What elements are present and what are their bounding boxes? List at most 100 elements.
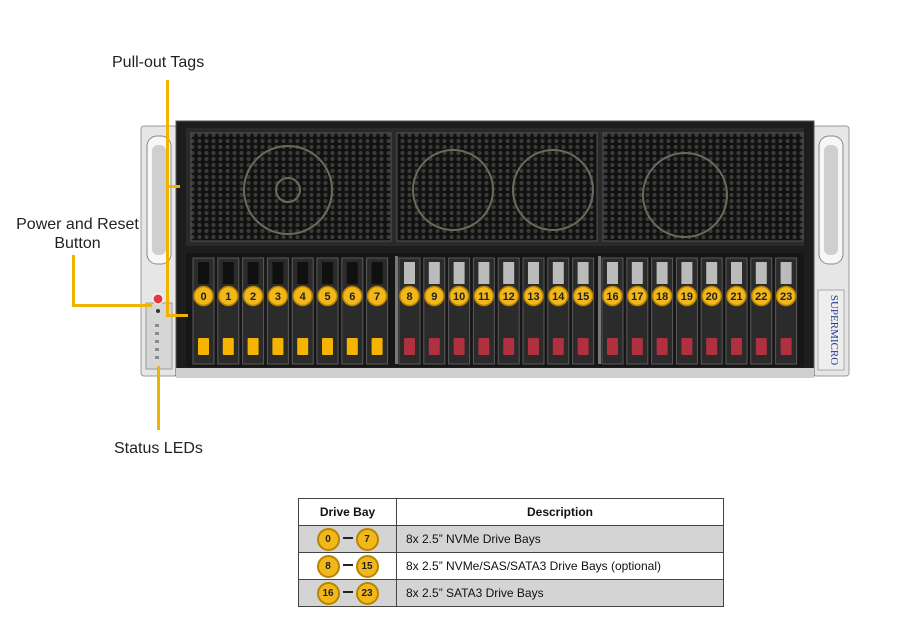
drive-latch[interactable] — [371, 338, 383, 355]
drive-latch[interactable] — [607, 338, 618, 355]
bay-number-text: 12 — [503, 291, 515, 303]
drive-bay-15[interactable]: 15 — [572, 257, 595, 365]
drive-bay-1[interactable]: 1 — [217, 257, 240, 365]
table-header-drive-bay: Drive Bay — [298, 498, 397, 526]
bay-number-text: 21 — [730, 291, 742, 303]
drive-latch[interactable] — [552, 338, 564, 355]
drive-bay-19[interactable]: 19 — [675, 257, 698, 365]
drive-latch[interactable] — [577, 338, 589, 355]
bay-number-text: 6 — [349, 291, 355, 303]
drive-latch[interactable] — [503, 338, 515, 355]
drive-bay-9[interactable]: 9 — [423, 257, 446, 365]
bay-number-badge — [602, 285, 623, 307]
drive-latch[interactable] — [681, 338, 693, 355]
control-panel — [152, 293, 164, 359]
bay-badge: 15 — [355, 554, 379, 578]
drive-bay-5[interactable]: 5 — [316, 257, 339, 365]
drive-bay-0[interactable]: 0 — [192, 257, 215, 365]
drive-bay-2[interactable]: 2 — [242, 257, 265, 365]
drive-bay-10[interactable]: 10 — [448, 257, 471, 365]
bay-number-text: 3 — [275, 291, 281, 303]
power-button-icon[interactable] — [152, 293, 164, 305]
bay-number-text: 22 — [755, 291, 767, 303]
bay-number-text: 14 — [552, 291, 565, 303]
bay-number-text: 9 — [431, 291, 437, 303]
callout-lines — [72, 80, 188, 430]
bay-number-badge — [424, 285, 445, 307]
bay-number-badge — [726, 285, 747, 307]
drive-bay-14[interactable]: 14 — [547, 257, 570, 365]
drive-bay-6[interactable]: 6 — [341, 257, 364, 365]
bay-number-text: 8 — [406, 291, 412, 303]
drive-bay-23[interactable]: 23 — [775, 257, 798, 365]
drive-bay-16[interactable]: 16 — [601, 257, 624, 365]
bay-number-text: 18 — [656, 291, 668, 303]
drive-latch[interactable] — [346, 338, 358, 355]
bay-number-badge — [523, 285, 544, 307]
drive-latch[interactable] — [297, 338, 309, 355]
drive-bay-20[interactable]: 20 — [700, 257, 723, 365]
drive-bay-17[interactable]: 17 — [626, 257, 649, 365]
status-leds-label: Status LEDs — [114, 440, 203, 457]
drive-latch[interactable] — [428, 338, 440, 355]
pull-out-tags-label: Pull-out Tags — [112, 54, 205, 71]
bay-number-text: 15 — [577, 291, 589, 303]
drive-latch[interactable] — [322, 338, 333, 355]
bay-number-text: 0 — [200, 291, 206, 303]
drive-bay-7[interactable]: 7 — [366, 257, 389, 365]
bay-badge: 7 — [355, 527, 379, 551]
drive-bay-11[interactable]: 11 — [472, 257, 495, 365]
bay-number-text: 13 — [527, 291, 539, 303]
bay-description: 8x 2.5” SATA3 Drive Bays — [396, 579, 724, 607]
bay-number-badge — [193, 285, 214, 307]
bay-number-badge — [448, 285, 470, 307]
drive-latch[interactable] — [198, 338, 209, 355]
drive-latch[interactable] — [453, 338, 465, 355]
bay-number-badge — [775, 285, 797, 307]
bay-number-text: 4 — [300, 291, 307, 303]
drive-latch[interactable] — [478, 338, 490, 355]
drive-latch[interactable] — [631, 338, 643, 355]
bay-number-text: 2 — [250, 291, 256, 303]
drive-bay-13[interactable]: 13 — [522, 257, 545, 365]
reset-button-icon[interactable] — [156, 309, 160, 313]
drive-latch[interactable] — [780, 338, 792, 355]
bay-number-badge — [651, 285, 673, 307]
bay-number-badge — [267, 285, 289, 307]
drive-bay-8[interactable]: 8 — [398, 257, 421, 365]
drive-latch[interactable] — [528, 338, 539, 355]
bay-number-text: 10 — [453, 291, 465, 303]
drive-latch[interactable] — [706, 338, 718, 355]
drive-latch[interactable] — [404, 338, 415, 355]
power-reset-label: Power and Reset Button — [10, 215, 145, 253]
drive-bay-18[interactable]: 18 — [651, 257, 674, 365]
bay-number-text: 23 — [780, 291, 792, 303]
bay-badge: 0 — [316, 527, 340, 551]
left-rack-handle — [140, 125, 178, 377]
bay-number-badge — [317, 285, 338, 307]
drive-bay-22[interactable]: 22 — [750, 257, 773, 365]
brand-logo: SUPERMICRO — [828, 295, 840, 365]
drive-latch[interactable] — [755, 338, 767, 355]
bay-number-badge — [572, 285, 594, 307]
status-led-icons — [155, 324, 159, 359]
fan-bay-section — [186, 128, 804, 246]
drive-bay-3[interactable]: 3 — [266, 257, 289, 365]
bay-number-text: 17 — [631, 291, 643, 303]
power-reset-label-line1: Power and Reset — [16, 216, 139, 233]
drive-latch[interactable] — [222, 338, 234, 355]
bay-number-text: 19 — [681, 291, 693, 303]
drive-latch[interactable] — [656, 338, 668, 355]
drive-bay-21[interactable]: 21 — [725, 257, 748, 365]
drive-latch[interactable] — [272, 338, 284, 355]
drive-bay-12[interactable]: 12 — [497, 257, 520, 365]
bay-badge: 23 — [355, 581, 379, 605]
drive-latch[interactable] — [247, 338, 259, 355]
drive-latch[interactable] — [731, 338, 742, 355]
bay-number-badge — [473, 285, 495, 307]
bay-number-badge — [342, 285, 363, 307]
drive-bay-4[interactable]: 4 — [291, 257, 314, 365]
